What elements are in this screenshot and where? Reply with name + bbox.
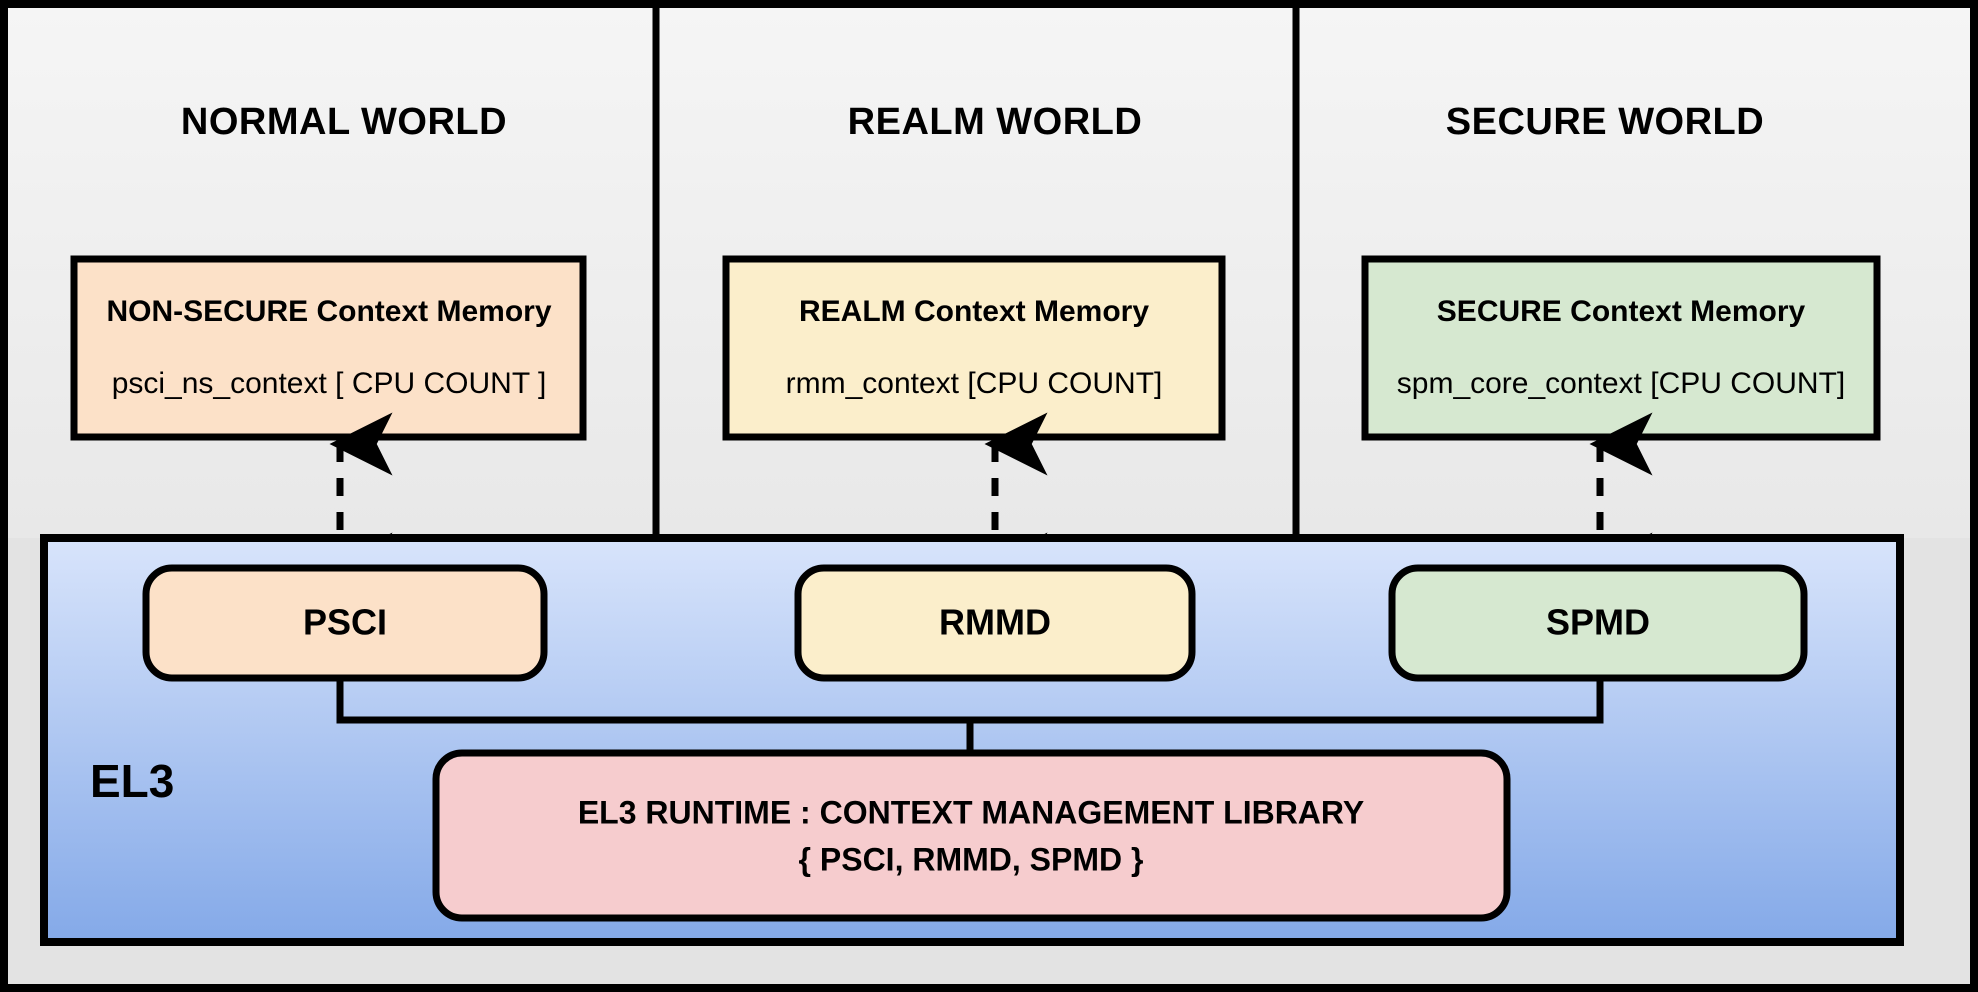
context-box-non-secure-subtitle: psci_ns_context [ CPU COUNT ] [112,367,547,400]
context-box-secure-title: SECURE Context Memory [1437,295,1806,328]
world-title-secure: SECURE WORLD [1446,101,1764,143]
context-box-non-secure-title: NON-SECURE Context Memory [106,295,551,328]
world-realm: REALM WORLD REALM Context Memory rmm_con… [722,101,1226,596]
el3-runtime-library-line2: { PSCI, RMMD, SPMD } [799,841,1144,877]
world-title-normal: NORMAL WORLD [181,101,507,143]
context-box-non-secure[interactable]: NON-SECURE Context Memory psci_ns_contex… [70,255,587,441]
dispatcher-spmd-rect [1388,564,1808,682]
world-secure: SECURE WORLD SECURE Context Memory spm_c… [1361,101,1881,596]
dispatcher-spmd-label: SPMD [1546,602,1650,643]
world-normal: NORMAL WORLD NON-SECURE Context Memory p… [70,101,587,596]
dispatcher-psci[interactable]: PSCI [142,564,548,682]
context-box-realm-subtitle: rmm_context [CPU COUNT] [786,367,1163,400]
dispatcher-psci-label: PSCI [303,602,387,643]
dispatcher-spmd[interactable]: SPMD [1388,564,1808,682]
dispatcher-rmmd-rect [794,564,1196,682]
el3-region: EL3 PSCI RMMD SPMD [40,534,1904,946]
el3-connector-bus [336,671,1604,759]
context-box-realm-rect [722,255,1226,441]
el3-runtime-library-rect [432,749,1511,922]
dispatcher-rmmd-label: RMMD [939,602,1051,643]
context-box-secure[interactable]: SECURE Context Memory spm_core_context [… [1361,255,1881,441]
el3-label: EL3 [90,755,174,807]
context-box-realm-title: REALM Context Memory [799,295,1149,328]
el3-runtime-library[interactable]: EL3 RUNTIME : CONTEXT MANAGEMENT LIBRARY… [432,749,1511,922]
context-box-secure-rect [1361,255,1881,441]
context-box-non-secure-rect [70,255,587,441]
world-title-realm: REALM WORLD [848,101,1143,143]
context-box-realm[interactable]: REALM Context Memory rmm_context [CPU CO… [722,255,1226,441]
el3-runtime-library-line1: EL3 RUNTIME : CONTEXT MANAGEMENT LIBRARY [578,794,1364,830]
dispatcher-psci-rect [142,564,548,682]
context-box-secure-subtitle: spm_core_context [CPU COUNT] [1397,367,1845,400]
dispatcher-rmmd[interactable]: RMMD [794,564,1196,682]
